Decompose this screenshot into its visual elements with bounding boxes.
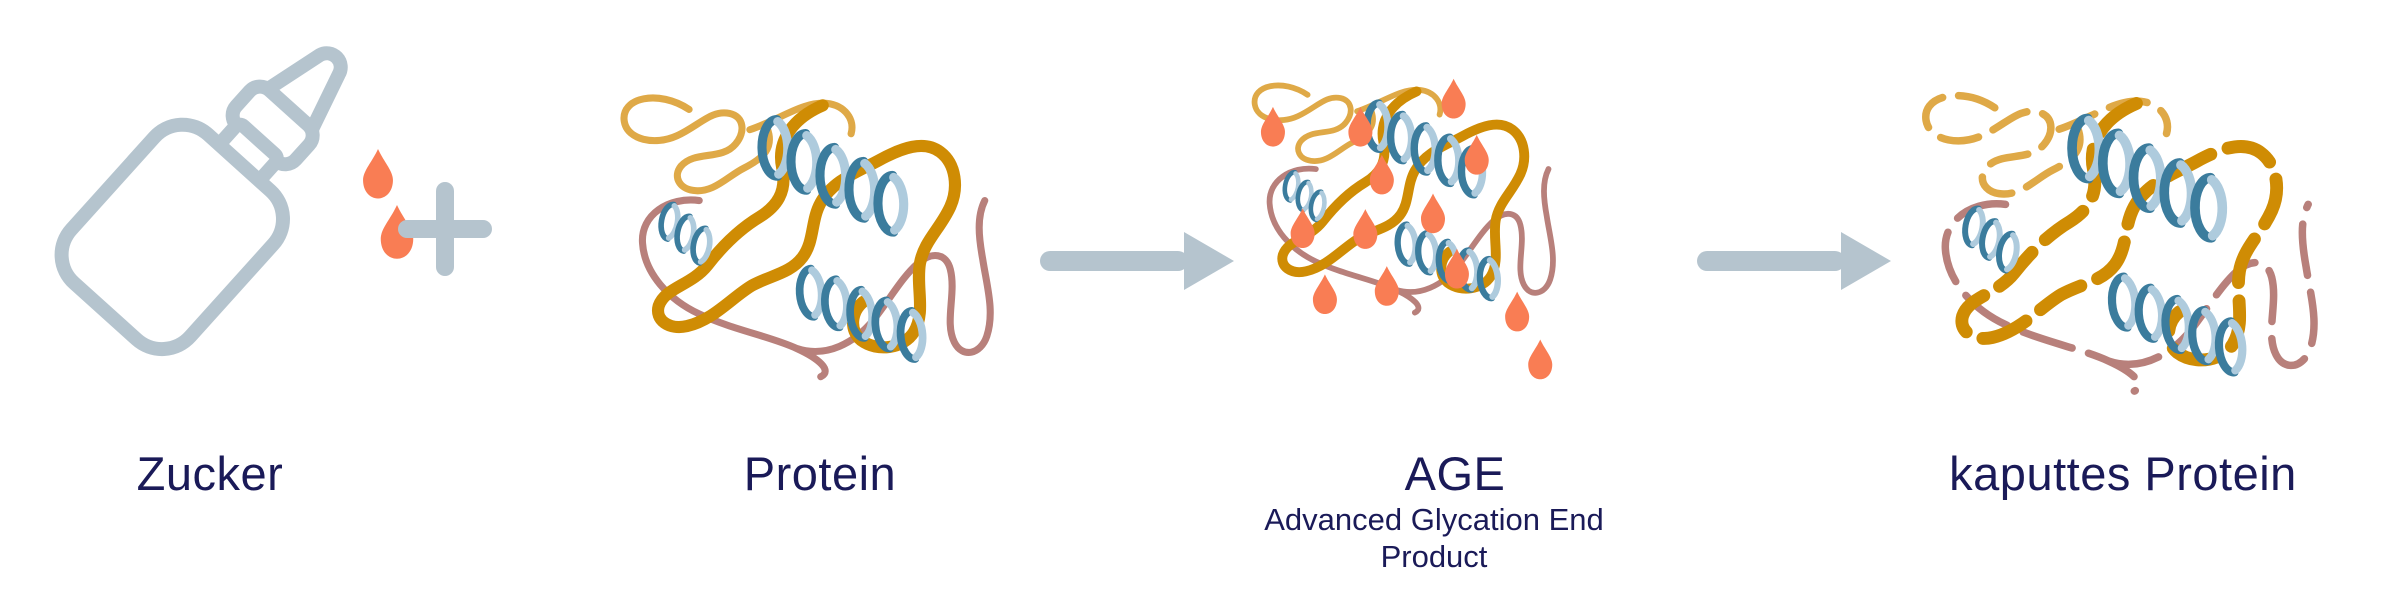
age-label: AGE [1404,447,1506,500]
figure-zucker [25,45,425,375]
protein-tangle-icon [600,85,1005,389]
broken-protein-icon [1900,82,2330,404]
kaputtes-protein-label: kaputtes Protein [1949,447,2297,500]
arrow-right-icon [1697,232,1891,290]
protein-label: Protein [743,447,897,500]
figure-age [1235,75,1565,380]
age-sublabel: Advanced Glycation End Product [1264,502,1604,575]
figure-kaputtes-protein [1900,82,2330,404]
bottle-nozzle [254,46,348,144]
plus-icon [398,182,492,276]
figure-protein [600,85,1005,389]
sugar-droplet-icon [363,149,393,199]
bottle-body [54,117,290,357]
arrow-right-icon [1040,232,1234,290]
glycated-protein-icon [1235,78,1565,380]
zucker-label: Zucker [136,447,284,500]
sugar-bottle-icon [54,46,414,357]
